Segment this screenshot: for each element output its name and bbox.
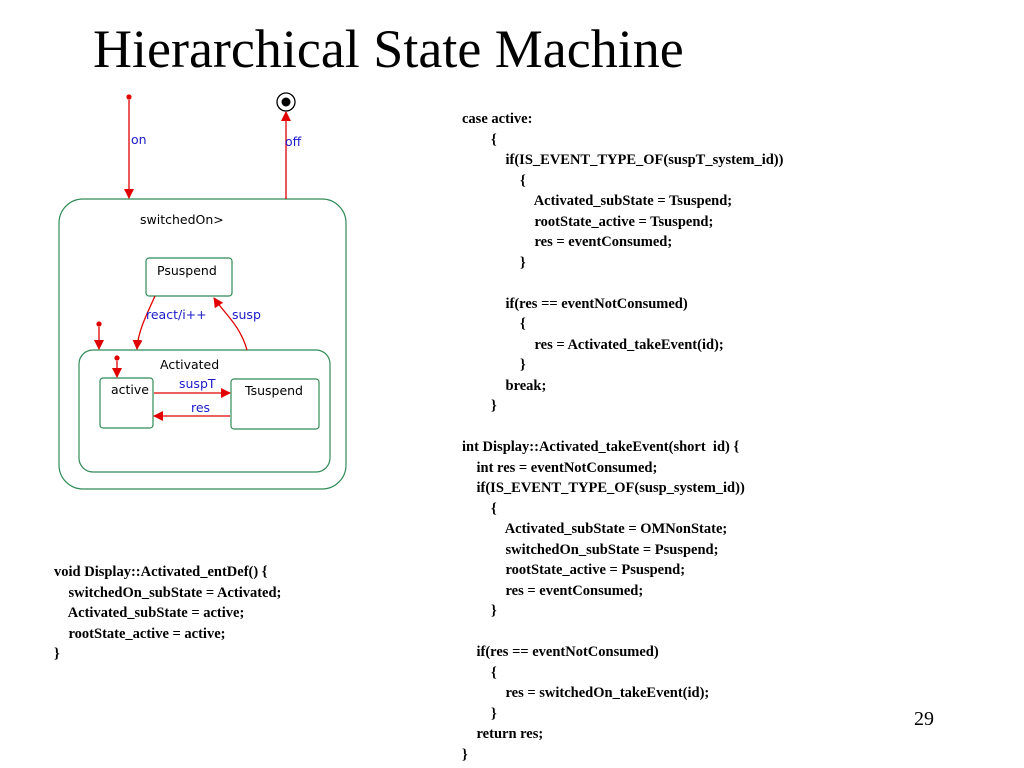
code-line: rootState_active = active; bbox=[54, 625, 226, 642]
code-line: { bbox=[462, 131, 497, 148]
code-line: Activated_subState = OMNonState; bbox=[462, 521, 728, 537]
on-label: on bbox=[131, 132, 147, 147]
code-line: switchedOn_subState = Activated; bbox=[54, 584, 282, 601]
code-line: switchedOn_subState = Psuspend; bbox=[462, 541, 719, 558]
code-line: case active: bbox=[462, 111, 533, 127]
code-line: if(IS_EVENT_TYPE_OF(susp_system_id)) bbox=[462, 480, 745, 496]
suspT-label: suspT bbox=[179, 376, 216, 391]
state-diagram: switchedOn> Psuspend Activated active Ts… bbox=[58, 92, 347, 490]
activated-label: Activated bbox=[160, 357, 219, 372]
switched-on-state bbox=[58, 198, 347, 490]
tsuspend-state bbox=[230, 378, 320, 430]
code-line: } bbox=[462, 357, 526, 373]
psuspend-state bbox=[145, 257, 233, 297]
code-line: } bbox=[462, 603, 497, 619]
code-line bbox=[462, 273, 783, 294]
code-line: Activated_subState = Tsuspend; bbox=[462, 193, 733, 209]
code-line: } bbox=[462, 254, 526, 271]
off-label: off bbox=[285, 134, 302, 149]
res-label: res bbox=[191, 400, 210, 415]
code-line: } bbox=[54, 646, 60, 662]
final-state-icon bbox=[276, 92, 296, 112]
activated-state bbox=[78, 349, 331, 473]
code-line: rootState_active = Psuspend; bbox=[462, 562, 686, 578]
code-line: res = eventConsumed; bbox=[462, 234, 673, 250]
react-transition bbox=[132, 295, 156, 350]
code-line: return res; bbox=[462, 726, 544, 742]
code-line: Activated_subState = active; bbox=[54, 605, 245, 621]
code-line: { bbox=[462, 500, 497, 517]
code-line: } bbox=[462, 398, 497, 414]
active-default-transition bbox=[112, 355, 122, 378]
page-number: 29 bbox=[914, 708, 934, 730]
react-label: react/i++ bbox=[146, 307, 207, 322]
code-line bbox=[462, 622, 783, 643]
code-block-right: case active: { if(IS_EVENT_TYPE_OF(suspT… bbox=[462, 109, 783, 765]
code-line: void Display::Activated_entDef() { bbox=[54, 564, 268, 580]
psuspend-label: Psuspend bbox=[157, 263, 217, 278]
code-line: rootState_active = Tsuspend; bbox=[462, 213, 714, 230]
tsuspend-label: Tsuspend bbox=[244, 383, 303, 398]
susp-transition bbox=[213, 297, 248, 351]
code-line: int Display::Activated_takeEvent(short i… bbox=[462, 439, 740, 455]
on-transition bbox=[124, 94, 134, 199]
code-line: int res = eventNotConsumed; bbox=[462, 459, 658, 476]
active-label: active bbox=[111, 382, 149, 397]
slide-title: Hierarchical State Machine bbox=[93, 19, 684, 79]
switched-on-label: switchedOn> bbox=[140, 212, 224, 227]
code-block-left: void Display::Activated_entDef() { switc… bbox=[54, 562, 281, 665]
code-line: if(res == eventNotConsumed) bbox=[462, 295, 688, 312]
activated-default-transition bbox=[94, 321, 104, 350]
code-line: res = eventConsumed; bbox=[462, 582, 644, 599]
code-line: { bbox=[462, 664, 497, 681]
code-line: if(IS_EVENT_TYPE_OF(suspT_system_id)) bbox=[462, 152, 784, 168]
code-line: } bbox=[462, 746, 468, 763]
code-line: break; bbox=[462, 377, 547, 394]
code-line: { bbox=[462, 316, 526, 332]
code-line: res = Activated_takeEvent(id); bbox=[462, 336, 724, 353]
code-line: { bbox=[462, 172, 526, 189]
active-state bbox=[99, 377, 154, 429]
code-line: } bbox=[462, 705, 497, 722]
code-line: if(res == eventNotConsumed) bbox=[462, 644, 659, 660]
code-line bbox=[462, 417, 783, 438]
susp-label: susp bbox=[232, 307, 261, 322]
code-line: res = switchedOn_takeEvent(id); bbox=[462, 685, 710, 701]
